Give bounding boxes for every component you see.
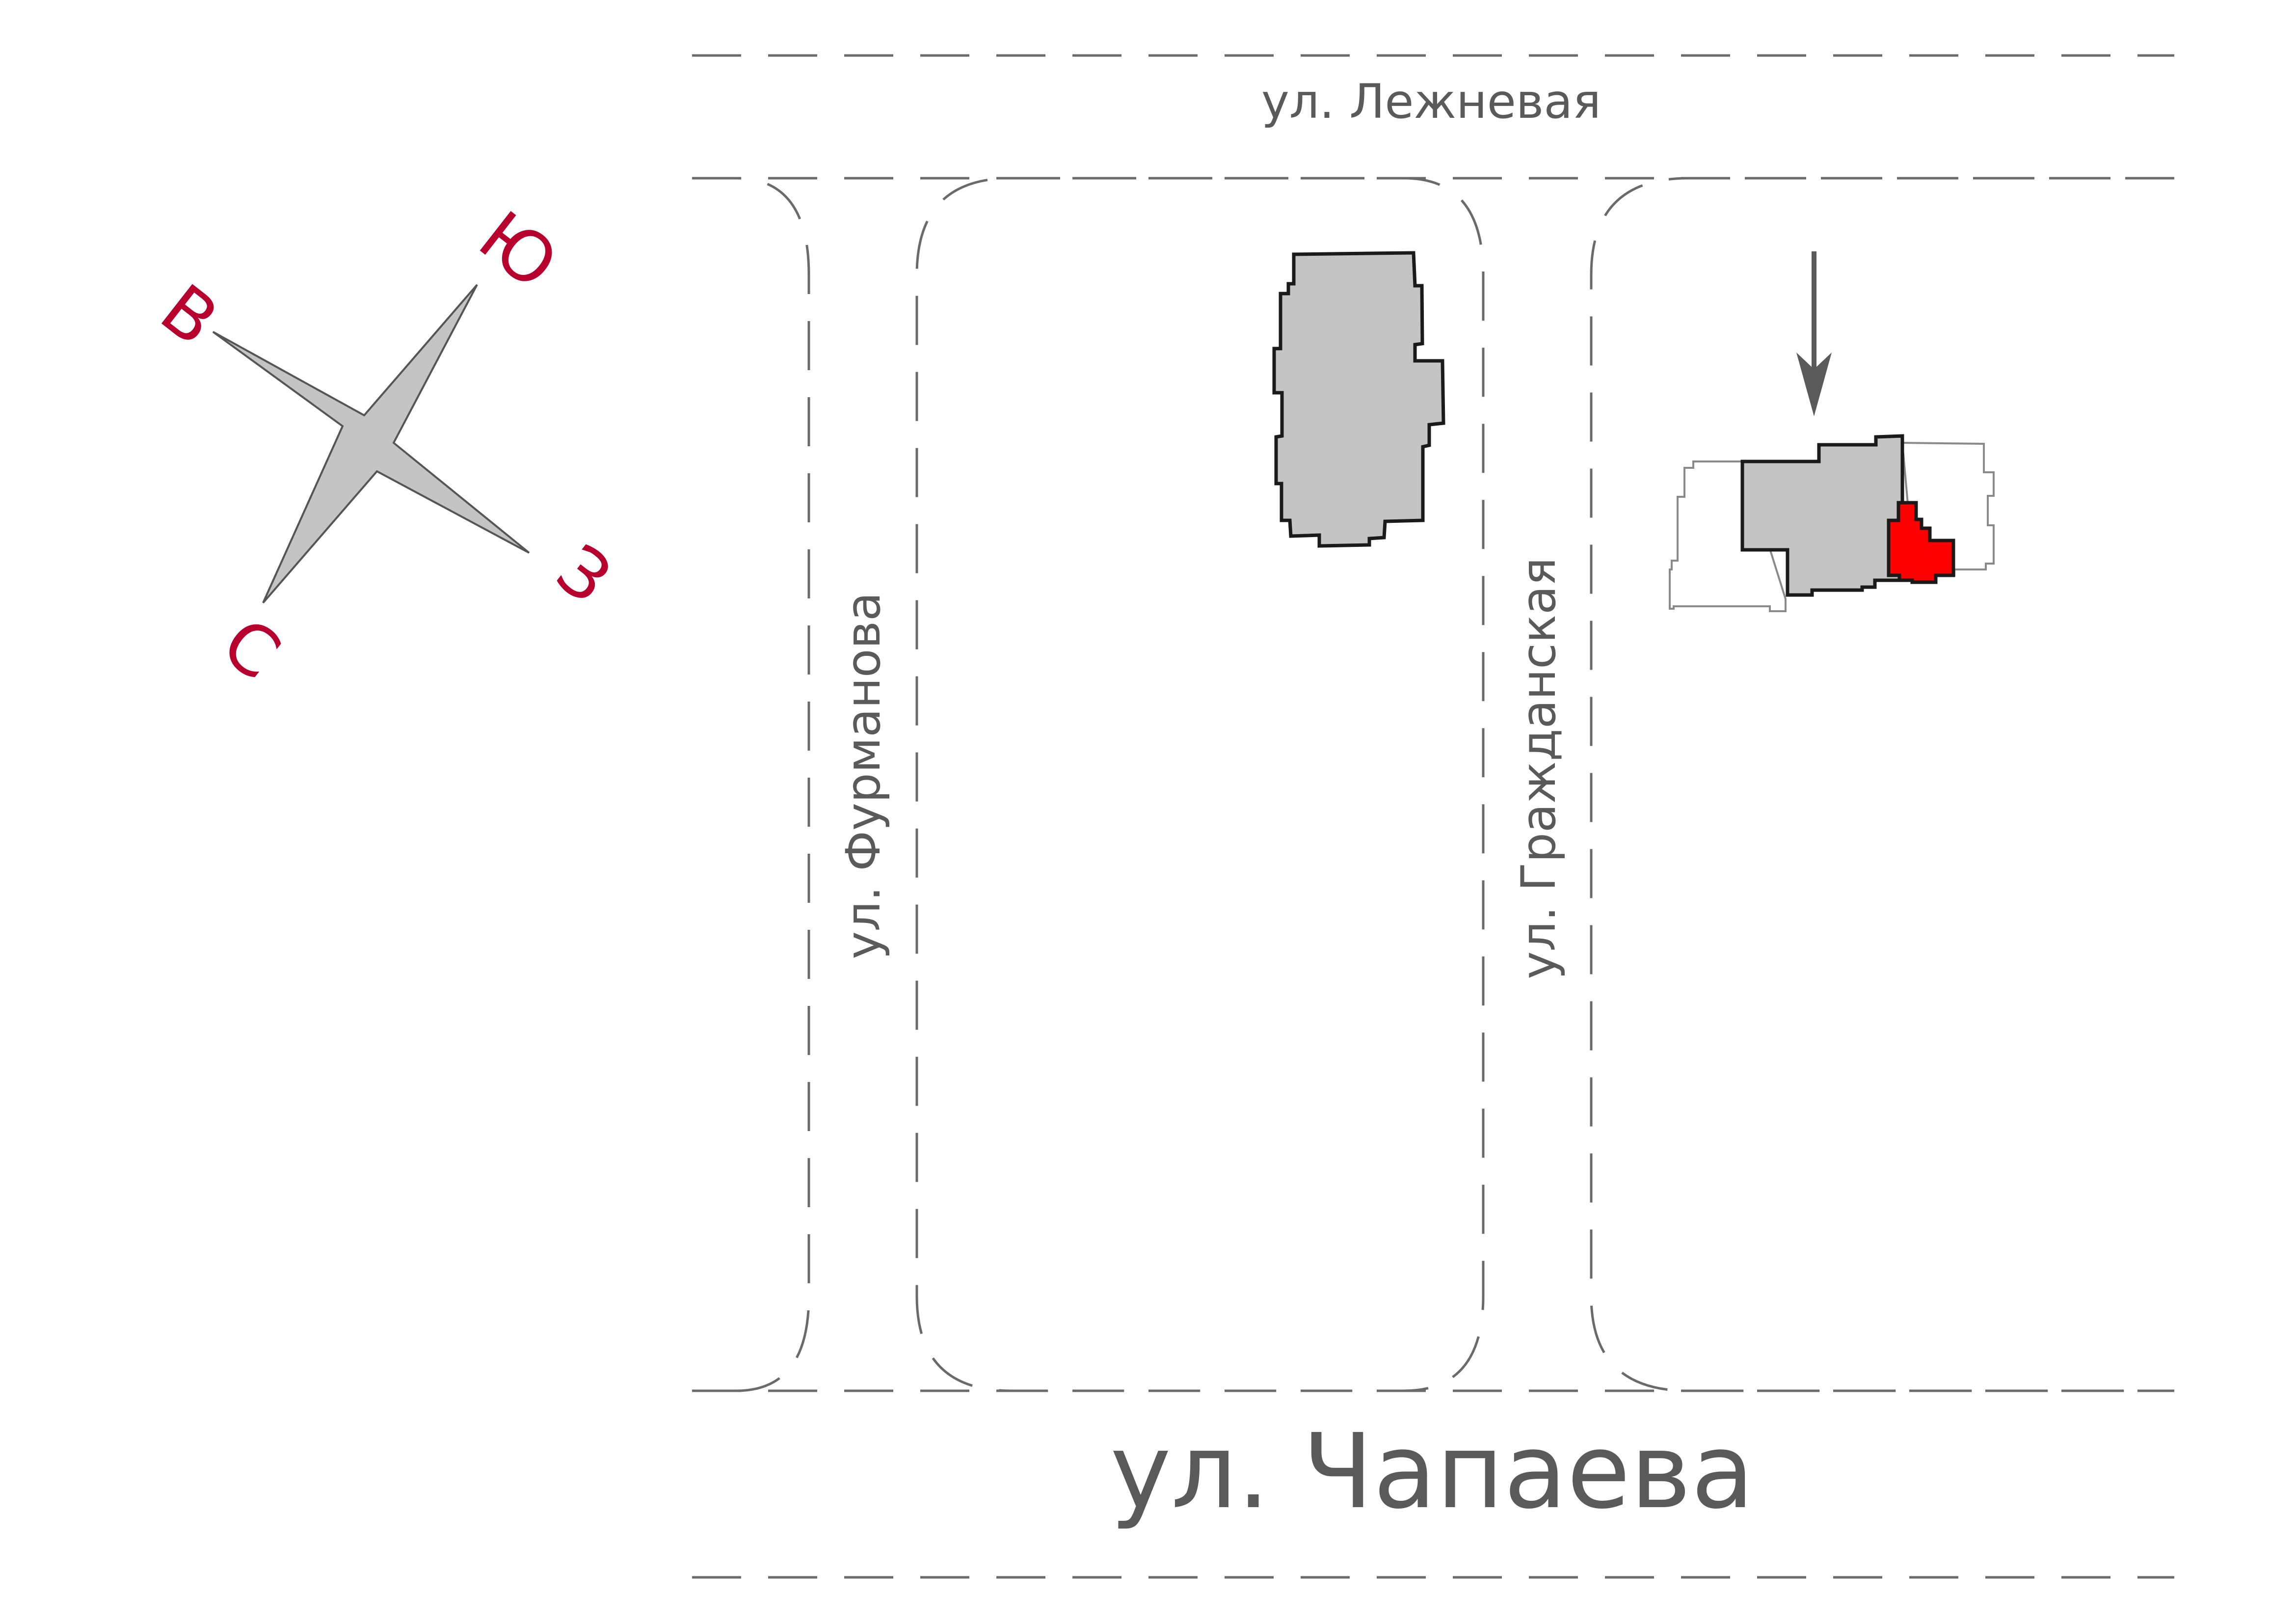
adjacent-building-outline bbox=[1669, 460, 1787, 612]
street-label-lezhnevaya: ул. Лежневая bbox=[1261, 74, 1601, 129]
street-labels: ул. Лежневая ул. Фурманова ул. Гражданск… bbox=[836, 74, 1754, 1532]
middle-block-edge bbox=[915, 177, 1485, 1392]
compass-letter-south: Ю bbox=[464, 196, 572, 305]
street-label-grazhdanskaya: ул. Гражданская bbox=[1511, 557, 1566, 979]
arrow-down-icon bbox=[1796, 251, 1832, 416]
building-middle-block bbox=[1272, 251, 1445, 548]
west-block-edge bbox=[692, 177, 810, 1392]
compass-star bbox=[212, 284, 530, 604]
building-footprint bbox=[1272, 251, 1445, 548]
east-block-edge bbox=[1590, 177, 2174, 1392]
street-label-chapaeva: ул. Чапаева bbox=[1110, 1411, 1754, 1532]
compass-rose-icon: Ю В З С bbox=[146, 196, 626, 696]
street-label-furmanova: ул. Фурманова bbox=[836, 592, 891, 959]
compass-letter-north: С bbox=[208, 603, 294, 696]
road-network bbox=[692, 54, 2174, 1579]
building-complex-east-block bbox=[1669, 434, 1995, 612]
highlighted-section bbox=[1887, 501, 1955, 584]
compass-letter-east: В bbox=[146, 270, 232, 362]
main-building-footprint bbox=[1740, 434, 1904, 597]
compass-letter-west: З bbox=[542, 530, 626, 620]
